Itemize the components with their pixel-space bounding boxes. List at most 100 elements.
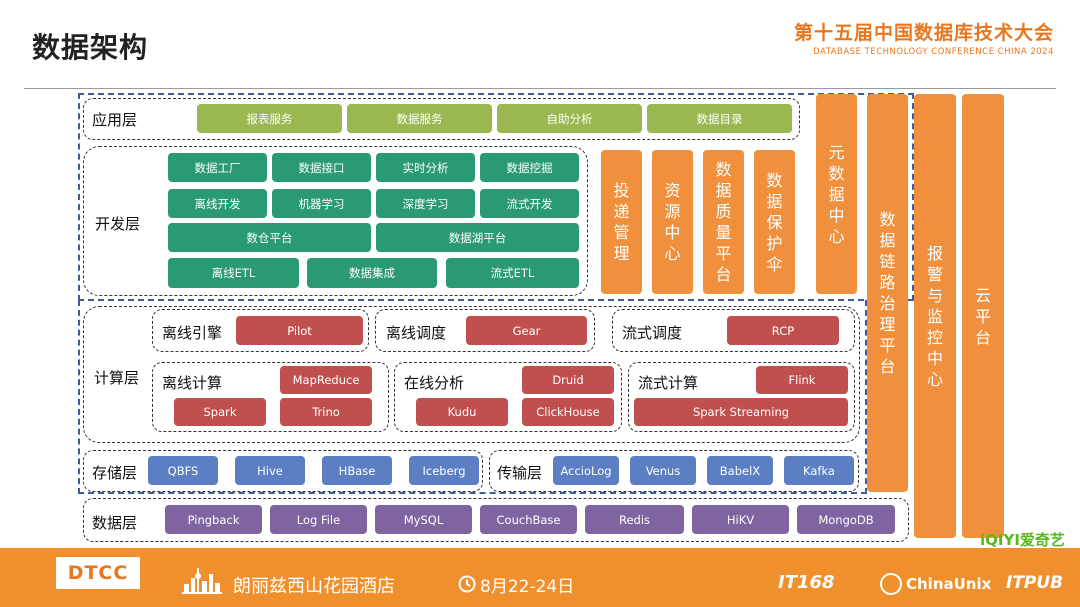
column-alarm-label: 报警与监控中心: [926, 243, 943, 389]
data-layer: [83, 498, 909, 542]
analysis-druid[interactable]: Druid: [522, 366, 614, 394]
column-resource-label: 资源中心: [664, 181, 681, 263]
storage-layer-label: 存储层: [92, 464, 138, 482]
column-delivery-label: 投递管理: [613, 181, 630, 263]
page-title: 数据架构: [32, 31, 149, 64]
dev-item[interactable]: 数据工厂: [168, 153, 267, 182]
dev-item[interactable]: 流式开发: [480, 189, 579, 218]
dev-item[interactable]: 离线ETL: [168, 258, 299, 288]
storage-item[interactable]: Hive: [235, 456, 305, 485]
dev-item[interactable]: 数据集成: [307, 258, 437, 288]
dev-item[interactable]: 机器学习: [272, 189, 371, 218]
offline-schedule-group: [375, 309, 595, 352]
storage-item[interactable]: HBase: [322, 456, 392, 485]
partner-itpub-logo: ITPUB: [1006, 573, 1064, 593]
transport-layer: [489, 450, 859, 492]
stream-flink[interactable]: Flink: [756, 366, 848, 394]
data-source-item[interactable]: CouchBase: [480, 505, 577, 534]
data-source-item[interactable]: Pingback: [165, 505, 262, 534]
storage-item[interactable]: QBFS: [148, 456, 218, 485]
application-layer-label: 应用层: [92, 111, 138, 129]
dev-item[interactable]: 流式ETL: [446, 258, 579, 288]
column-protection[interactable]: 数据保护伞: [754, 150, 795, 294]
compute-mapreduce[interactable]: MapReduce: [280, 366, 372, 394]
venue-text: 朗丽兹西山花园酒店: [233, 576, 395, 597]
dev-item[interactable]: 深度学习: [376, 189, 475, 218]
header-divider: [24, 88, 1056, 89]
stream-schedule-group: [612, 309, 855, 352]
dtcc-logo-text: DTCC: [67, 562, 129, 584]
transport-item[interactable]: BabelX: [707, 456, 773, 485]
column-metadata[interactable]: 元数据中心: [816, 94, 857, 294]
column-lineage-label: 数据链路治理平台: [879, 210, 896, 376]
lower-blue-frame: [78, 300, 867, 494]
event-dates: 8月22-24日: [480, 577, 575, 597]
app-item[interactable]: 报表服务: [197, 104, 342, 133]
clock-icon: [458, 575, 476, 593]
storage-layer: [83, 450, 483, 492]
schedule-gear[interactable]: Gear: [466, 316, 587, 345]
partner-it168-logo: IT168: [778, 572, 835, 593]
dev-item[interactable]: 数据接口: [272, 153, 371, 182]
column-metadata-label: 元数据中心: [828, 142, 845, 246]
city-skyline-icon: [182, 566, 222, 594]
offline-schedule-label: 离线调度: [386, 324, 447, 342]
storage-item[interactable]: Iceberg: [409, 456, 479, 485]
column-cloud-label: 云平台: [974, 285, 991, 347]
data-layer-label: 数据层: [92, 514, 138, 532]
compute-trino[interactable]: Trino: [280, 398, 372, 426]
column-alarm[interactable]: 报警与监控中心: [914, 94, 956, 538]
column-resource[interactable]: 资源中心: [652, 150, 693, 294]
dev-item[interactable]: 数据挖掘: [480, 153, 579, 182]
column-quality[interactable]: 数据质量平台: [703, 150, 744, 294]
iqiyi-logo: iQIYI爱奇艺: [980, 531, 1065, 549]
data-source-item[interactable]: HiKV: [692, 505, 789, 534]
development-layer: [83, 146, 588, 296]
app-item[interactable]: 自助分析: [497, 104, 642, 133]
offline-engine-group: [152, 309, 369, 352]
compute-layer-label: 计算层: [94, 369, 140, 387]
analysis-clickhouse[interactable]: ClickHouse: [522, 398, 614, 426]
engine-pilot[interactable]: Pilot: [236, 316, 363, 345]
schedule-rcp[interactable]: RCP: [727, 316, 839, 345]
dev-item[interactable]: 实时分析: [376, 153, 475, 182]
compute-layer: [83, 306, 860, 443]
offline-compute-group: [152, 362, 389, 432]
transport-item[interactable]: Venus: [630, 456, 696, 485]
data-source-item[interactable]: Redis: [585, 505, 684, 534]
application-layer: [83, 98, 800, 140]
column-delivery[interactable]: 投递管理: [601, 150, 642, 294]
column-quality-label: 数据质量平台: [715, 160, 732, 284]
offline-engine-label: 离线引擎: [162, 324, 223, 342]
chinaunix-icon: [880, 573, 902, 595]
transport-layer-label: 传输层: [497, 464, 543, 482]
offline-compute-label: 离线计算: [162, 374, 223, 392]
transport-item[interactable]: Kafka: [784, 456, 854, 485]
column-protection-label: 数据保护伞: [766, 170, 783, 274]
compute-spark[interactable]: Spark: [174, 398, 266, 426]
online-analysis-label: 在线分析: [404, 374, 465, 392]
analysis-kudu[interactable]: Kudu: [416, 398, 508, 426]
data-source-item[interactable]: Log File: [270, 505, 367, 534]
dev-item[interactable]: 数据湖平台: [376, 223, 579, 252]
data-source-item[interactable]: MongoDB: [797, 505, 895, 534]
online-analysis-group: [394, 362, 622, 432]
upper-blue-frame: [78, 93, 914, 301]
dev-item[interactable]: 数仓平台: [168, 223, 371, 252]
partner-chinaunix-logo: ChinaUnix: [906, 575, 992, 593]
conference-subtitle: DATABASE TECHNOLOGY CONFERENCE CHINA 202…: [813, 47, 1054, 57]
dtcc-logo: DTCC: [56, 557, 140, 589]
app-item[interactable]: 数据目录: [647, 104, 792, 133]
app-item[interactable]: 数据服务: [347, 104, 492, 133]
stream-compute-group: [628, 362, 855, 432]
data-source-item[interactable]: MySQL: [375, 505, 472, 534]
dev-item[interactable]: 离线开发: [168, 189, 267, 218]
column-lineage[interactable]: 数据链路治理平台: [867, 94, 908, 492]
transport-item[interactable]: AccioLog: [553, 456, 619, 485]
stream-spark-streaming[interactable]: Spark Streaming: [634, 398, 848, 426]
stream-compute-label: 流式计算: [638, 374, 699, 392]
development-layer-label: 开发层: [95, 215, 141, 233]
column-cloud[interactable]: 云平台: [962, 94, 1004, 538]
stream-schedule-label: 流式调度: [622, 324, 683, 342]
conference-title: 第十五届中国数据库技术大会: [793, 22, 1054, 44]
